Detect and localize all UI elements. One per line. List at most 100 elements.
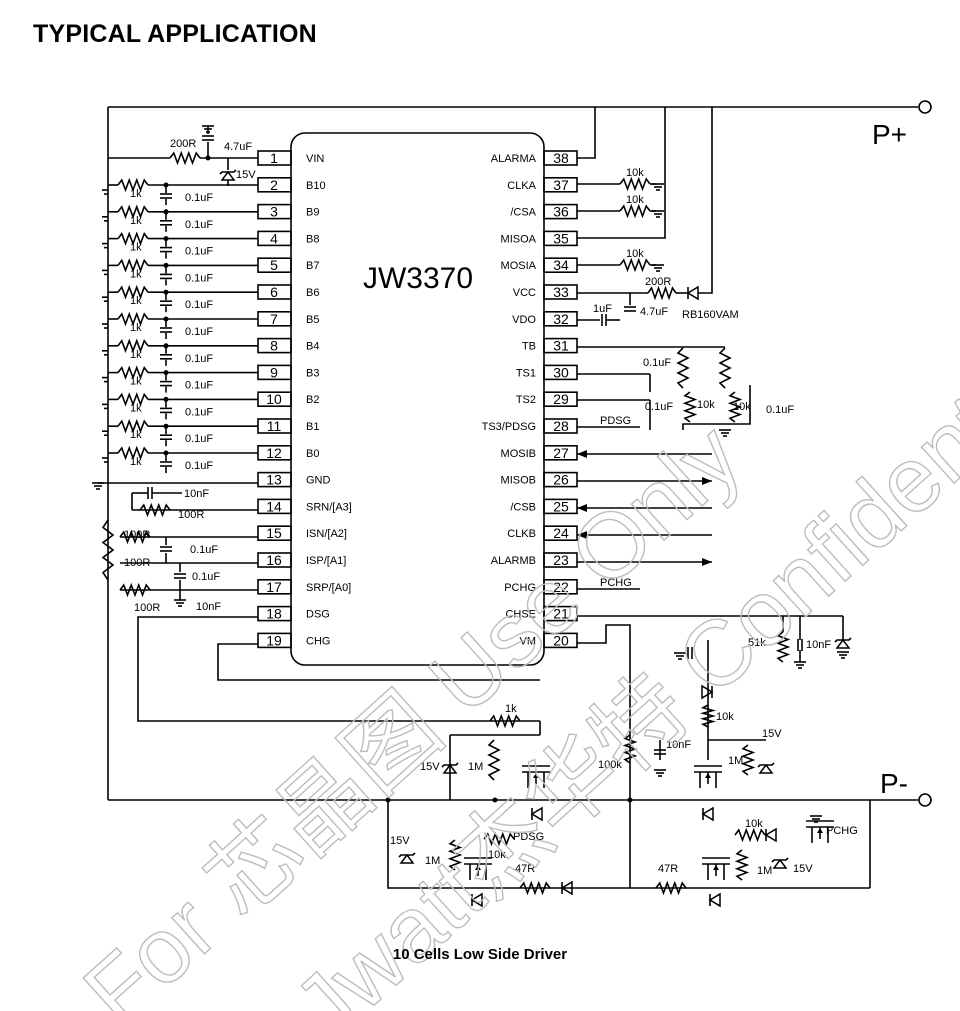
label: 100R xyxy=(124,529,150,541)
pin-number-36: 36 xyxy=(553,204,569,220)
resistor xyxy=(619,176,651,192)
pin-box-31 xyxy=(543,337,578,354)
label: 1uF xyxy=(593,303,612,315)
label: 0.1uF xyxy=(185,406,213,418)
label: 1k xyxy=(505,703,517,715)
pin-number-11: 11 xyxy=(267,418,282,434)
pin-number-13: 13 xyxy=(266,472,282,488)
pin-number-33: 33 xyxy=(553,284,569,300)
resistor xyxy=(727,391,743,423)
pin-name-TS1: TS1 xyxy=(516,367,536,379)
label: 1k xyxy=(130,268,142,280)
pin-name-DSG: DSG xyxy=(306,609,330,621)
resistor-1k-6 xyxy=(117,338,149,354)
pin-box-22 xyxy=(543,578,578,595)
pin-number-15: 15 xyxy=(266,525,282,541)
label: 10k xyxy=(626,167,644,179)
label: 15V xyxy=(793,863,813,875)
chg-net xyxy=(217,643,540,681)
vm-net xyxy=(577,624,631,800)
label: 200R xyxy=(170,138,196,150)
label: 0.1uF xyxy=(185,246,213,258)
pin-box-20 xyxy=(543,632,578,649)
pin-name-PCHG: PCHG xyxy=(504,582,536,594)
label: 15V xyxy=(762,728,782,740)
pin-number-37: 37 xyxy=(553,177,569,193)
net-label-pdsg: PDSG xyxy=(600,415,631,427)
resistor xyxy=(647,285,677,301)
pin-name-B2: B2 xyxy=(306,394,319,406)
label: 0.1uF xyxy=(185,433,213,445)
zener-diode-icon xyxy=(757,762,775,768)
label: 1k xyxy=(130,215,142,227)
pin-name-/CSA: /CSA xyxy=(510,207,536,219)
p-minus-terminal xyxy=(918,793,932,807)
zener-diode-icon xyxy=(835,638,851,649)
label: 10nF xyxy=(184,488,209,500)
label: 10nF xyxy=(806,639,831,651)
dsg-net xyxy=(137,616,540,722)
pin-number-5: 5 xyxy=(270,257,278,273)
label: 200R xyxy=(645,276,671,288)
label: 1M xyxy=(728,755,743,767)
resistor-47r xyxy=(519,880,551,896)
resistor-1k-10 xyxy=(117,445,149,461)
zener-diode-icon xyxy=(442,763,458,774)
label: 4.7uF xyxy=(224,141,252,153)
pin-name-B3: B3 xyxy=(306,367,319,379)
label: 0.1uF xyxy=(185,380,213,392)
pin-box-17 xyxy=(257,578,292,595)
resistor-1k-1 xyxy=(117,204,149,220)
label: 4.7uF xyxy=(640,306,668,318)
label: 0.1uF xyxy=(645,401,673,413)
pin-name-B5: B5 xyxy=(306,314,319,326)
label: 10k xyxy=(626,194,644,206)
zener-diode-icon xyxy=(441,762,459,768)
pin-name-VDO: VDO xyxy=(512,314,536,326)
label: 0.1uF xyxy=(185,192,213,204)
pin-name-TS3/PDSG: TS3/PDSG xyxy=(482,421,536,433)
body-diode-icon xyxy=(708,892,721,908)
resistor-1k-5 xyxy=(117,311,149,327)
pin-name-B4: B4 xyxy=(306,341,319,353)
resistor-1k-gate xyxy=(489,713,521,729)
pin-number-17: 17 xyxy=(266,579,282,595)
pin-box-14 xyxy=(257,498,292,515)
label: 1k xyxy=(130,322,142,334)
misoa-net xyxy=(577,107,666,239)
zener-diode-icon xyxy=(771,857,789,863)
pin-number-4: 4 xyxy=(270,230,278,246)
pin-number-14: 14 xyxy=(266,498,282,514)
pin-name-B6: B6 xyxy=(306,287,319,299)
pin-name-SRP/[A0]: SRP/[A0] xyxy=(306,582,351,594)
label: 1k xyxy=(130,456,142,468)
diode-icon xyxy=(560,880,573,896)
pin-number-7: 7 xyxy=(270,311,278,327)
pin-box-25 xyxy=(543,498,578,515)
label: 1k xyxy=(130,188,142,200)
pin-box-23 xyxy=(543,552,578,568)
label: 1k xyxy=(130,402,142,414)
arrow-icon xyxy=(577,504,587,512)
pin-number-20: 20 xyxy=(553,632,569,648)
label: 1k xyxy=(130,349,142,361)
arrow-icon xyxy=(577,531,587,539)
pin-name-B8: B8 xyxy=(306,233,319,245)
pin-number-23: 23 xyxy=(553,552,569,568)
zener-diode-icon xyxy=(219,169,237,175)
pin-name-SRN/[A3]: SRN/[A3] xyxy=(306,501,352,513)
pin-number-8: 8 xyxy=(270,338,278,354)
dsg-mosfet xyxy=(533,773,539,778)
p-minus-label: P- xyxy=(880,768,908,799)
resistor-1k-4 xyxy=(117,284,149,300)
label: 0.1uF xyxy=(185,353,213,365)
label: 10k xyxy=(745,818,763,830)
pin-box-13 xyxy=(257,471,292,488)
label: PCHG xyxy=(826,825,858,837)
label: 0.1uF xyxy=(185,326,213,338)
resistor-1k-9 xyxy=(117,418,149,434)
pin-name-ISP/[A1]: ISP/[A1] xyxy=(306,555,346,567)
pin-name-CHG: CHG xyxy=(306,635,330,647)
sense-resistor xyxy=(101,519,115,581)
thermistor-1 xyxy=(676,347,690,389)
